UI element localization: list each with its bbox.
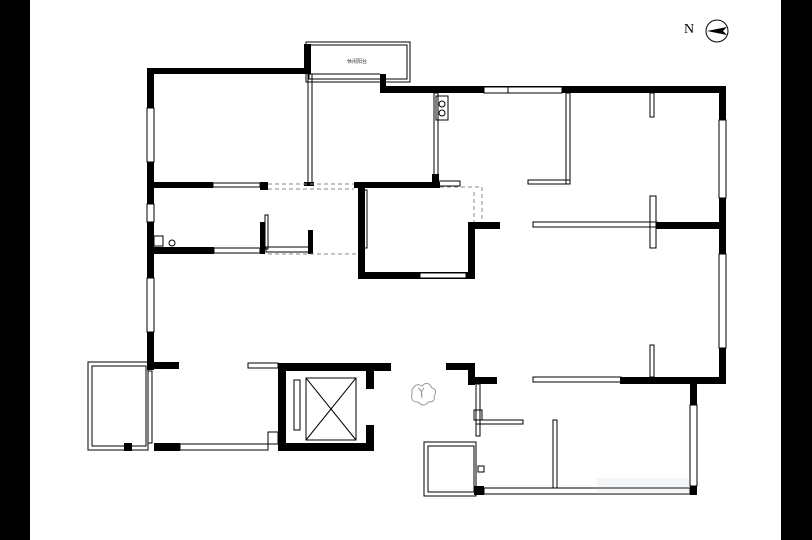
window-inner-1 [212, 182, 261, 188]
wall-wc-bottom [154, 247, 214, 254]
wall-right-lower [690, 377, 697, 405]
window-right-1 [718, 119, 727, 199]
balcony-label: 休闲阳台 [346, 59, 367, 65]
window-bottom-left [179, 443, 269, 451]
wall-top-step [380, 74, 386, 93]
window-top-1 [483, 86, 509, 94]
wall-bath-bottom [358, 272, 474, 279]
wall-left-1 [147, 68, 154, 108]
balcony-bottom-inner [427, 445, 475, 493]
wall-core-right [366, 425, 374, 451]
wall-core-top [278, 363, 391, 371]
elevator-shaft [293, 377, 357, 441]
wall-wc-right [260, 222, 265, 254]
wall-balcony-left-stub [304, 44, 311, 74]
wall-top-left [147, 68, 310, 74]
wall-left-3 [147, 222, 154, 278]
wall-right-1 [719, 86, 726, 120]
elevator-box [305, 377, 357, 441]
balcony-left-inner [91, 365, 147, 447]
wall-bottom-right [620, 377, 726, 384]
wall-core-right-top [366, 371, 374, 389]
window-bath [419, 272, 467, 279]
compass-label: N [684, 22, 695, 37]
wall-bottom-left [154, 443, 180, 451]
wall-div-1 [147, 182, 213, 188]
wall-right-3 [719, 348, 726, 384]
window-bottom-right [483, 487, 691, 495]
wall-core-bottom [278, 443, 374, 451]
window-left-1 [146, 107, 155, 163]
wall-left-4 [147, 332, 154, 370]
plant-icon [411, 382, 437, 406]
stair-rail [293, 379, 301, 431]
sink-icon [438, 100, 446, 108]
wall-right-corner [690, 486, 697, 495]
wall-left-jog [147, 362, 179, 369]
wall-entry-post [468, 363, 475, 385]
wall-core-left [278, 363, 286, 451]
north-arrow-icon [705, 19, 729, 43]
window-left-2 [146, 203, 155, 223]
wc-fixture-2 [168, 239, 176, 247]
wall-br-corner [474, 486, 484, 495]
wall-corridor-post [308, 230, 313, 254]
balcony-bottom-frame [423, 441, 477, 497]
wall-div-post [432, 174, 439, 188]
wall-bath-right [468, 222, 475, 279]
wall-div-3 [354, 182, 440, 188]
window-left-3 [146, 277, 155, 333]
window-right-3 [689, 404, 698, 487]
windows [146, 86, 727, 495]
balcony-top-inner [308, 44, 408, 80]
window-top-2 [507, 86, 563, 94]
watermark-logo [597, 478, 689, 492]
wall-entry-right [475, 377, 497, 384]
balcony-top-frame [305, 41, 411, 83]
paper-sheet [30, 0, 781, 540]
wall-entry-left [446, 363, 474, 370]
wall-balcony-corner [124, 443, 132, 451]
wall-right-partition [656, 222, 726, 229]
wall-bath-stub [468, 222, 500, 229]
sink-counter [435, 95, 449, 121]
window-right-2 [718, 253, 727, 349]
wc-fixture-1 [153, 235, 164, 247]
door-openings [268, 183, 483, 255]
wall-div-stub [260, 182, 268, 190]
window-inner-2 [213, 247, 261, 254]
